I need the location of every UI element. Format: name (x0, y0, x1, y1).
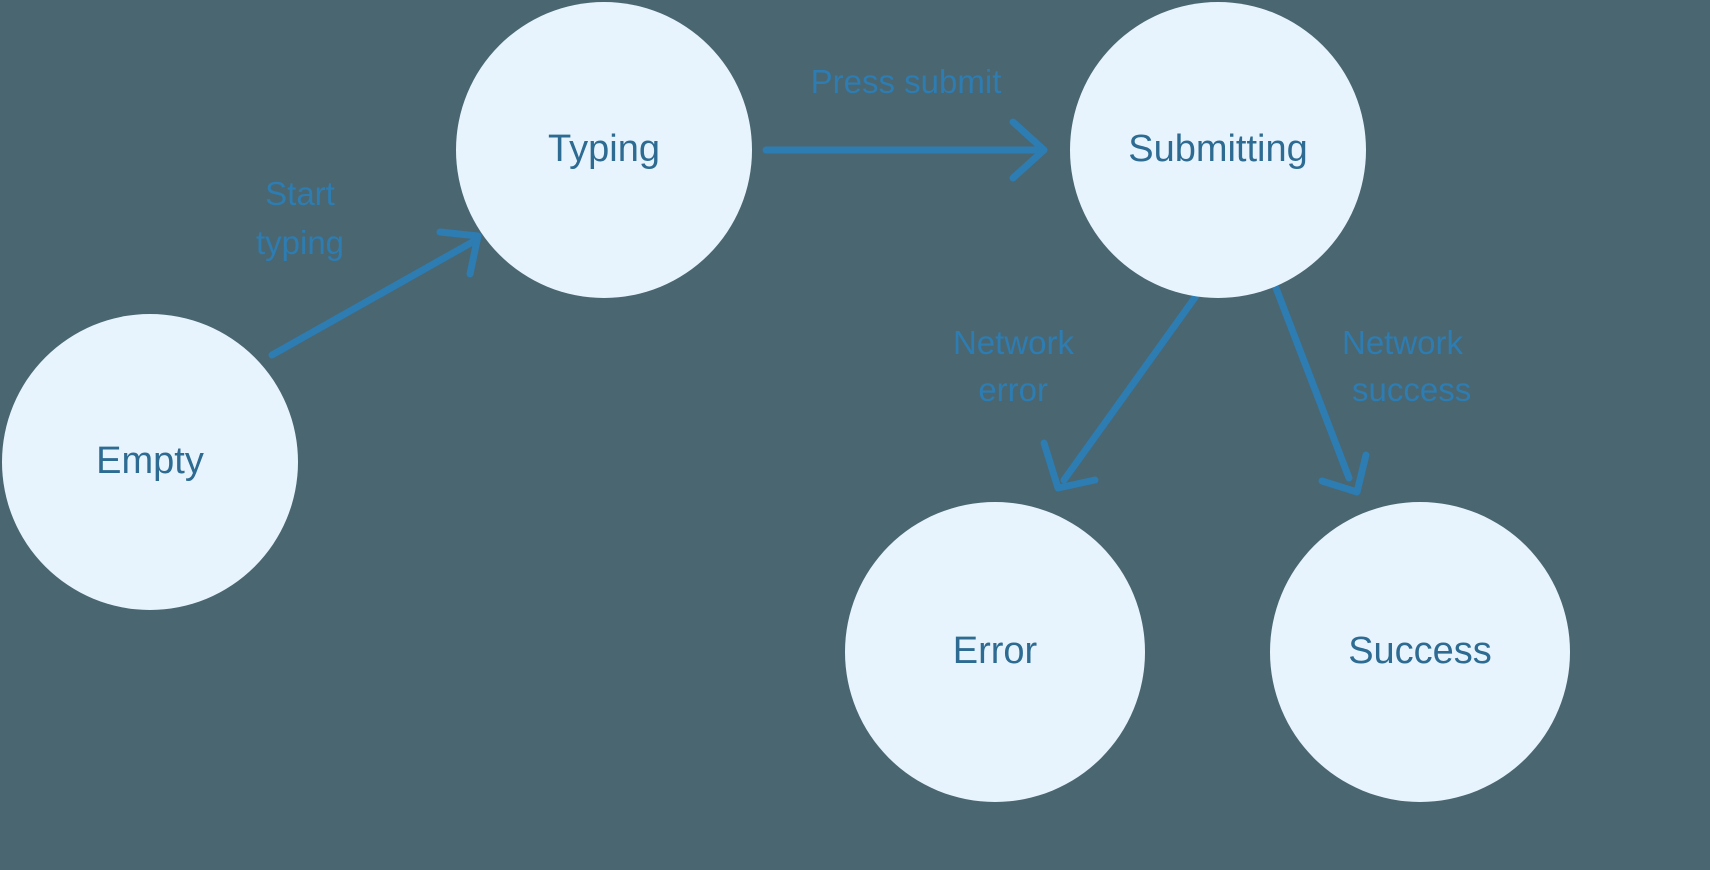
edge-label-network-success-line-1: Network (1342, 324, 1464, 361)
edge-submitting-to-error-line (1060, 292, 1200, 484)
edge-label-start-typing-line-2: typing (256, 224, 344, 261)
edge-typing-to-submitting-arrowhead (1009, 118, 1048, 182)
node-error-circle (845, 502, 1145, 802)
edge-submitting-to-error-arrowhead (1040, 439, 1099, 492)
node-success[interactable]: Success (1270, 502, 1570, 802)
node-error-label: Error (953, 630, 1038, 672)
edge-label-network-error-line-1: Network (953, 324, 1075, 361)
node-submitting[interactable]: Submitting (1070, 2, 1366, 298)
edge-submitting-to-success-arrowhead (1318, 451, 1370, 496)
node-empty[interactable]: Empty (2, 314, 298, 610)
node-empty-label: Empty (96, 440, 204, 482)
node-submitting-circle (1070, 2, 1366, 298)
node-success-label: Success (1348, 630, 1492, 672)
node-empty-circle (2, 314, 298, 610)
edge-label-network-error-line-2: error (978, 371, 1048, 408)
node-error[interactable]: Error (845, 502, 1145, 802)
node-typing-label: Typing (548, 128, 660, 170)
edge-empty-to-typing-line (268, 236, 480, 359)
edge-submitting-to-success[interactable]: Network success (1272, 284, 1471, 496)
edge-label-press-submit: Press submit (811, 63, 1002, 100)
node-submitting-label: Submitting (1128, 128, 1308, 170)
edge-submitting-to-error[interactable]: Network error (953, 292, 1200, 492)
edge-typing-to-submitting[interactable]: Press submit (762, 63, 1048, 182)
edge-submitting-to-success-line (1272, 284, 1353, 482)
node-success-circle (1270, 502, 1570, 802)
edge-label-start-typing-line-1: Start (265, 175, 335, 212)
node-typing[interactable]: Typing (456, 2, 752, 298)
edge-label-network-success-line-2: success (1352, 371, 1471, 408)
edge-empty-to-typing[interactable]: Start typing (256, 175, 482, 359)
node-typing-circle (456, 2, 752, 298)
edge-empty-to-typing-arrowhead (436, 228, 482, 278)
